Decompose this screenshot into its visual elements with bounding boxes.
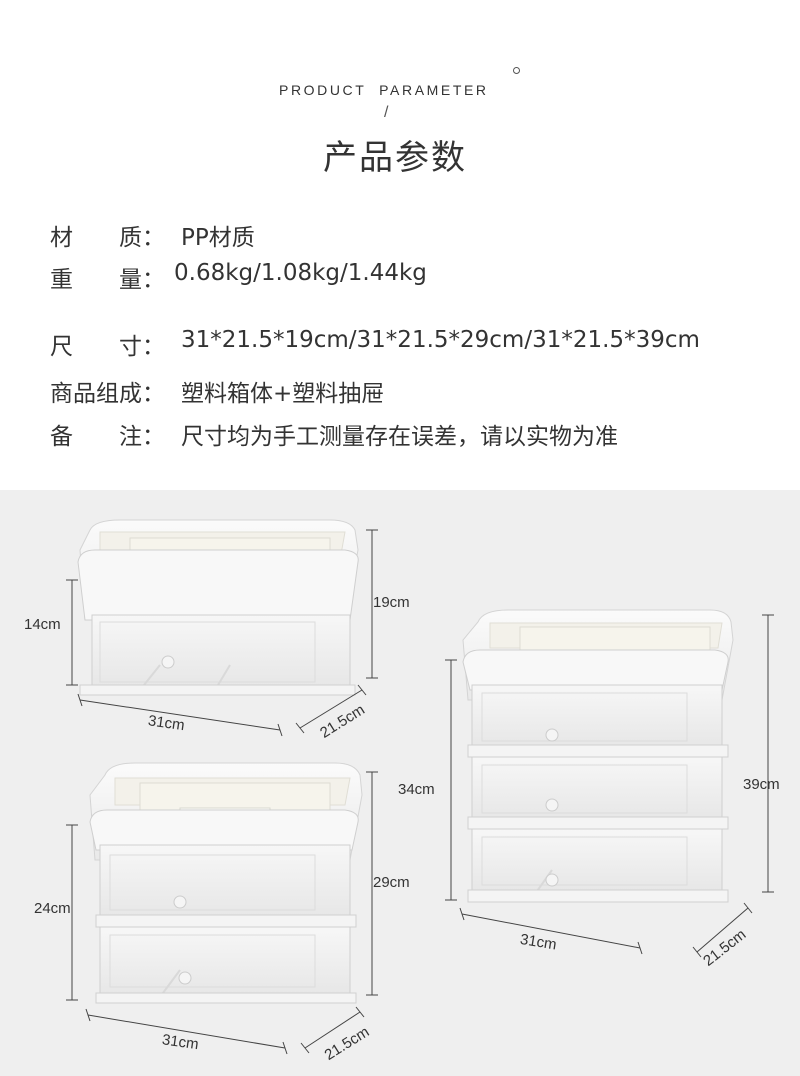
- spec-row-composition: 商品组成： 塑料箱体+塑料抽屉: [50, 374, 384, 408]
- product-dimension-illustration: 14cm 19cm 31cm 21.5cm 24cm 2: [24, 519, 780, 1064]
- organizer-small: [77, 519, 359, 696]
- organizer-medium: [89, 762, 363, 1004]
- dimension-lines-small: [66, 529, 378, 737]
- spec-label: 商品组成：: [50, 381, 165, 407]
- parameter-header: PRODUCT PARAMETER / 产品参数: [0, 0, 800, 200]
- spec-label: 材 质：: [50, 225, 165, 251]
- dim-small-width: 31cm: [147, 712, 186, 734]
- degree-dot-decoration: [513, 67, 520, 74]
- dim-small-inner-height: 14cm: [24, 616, 61, 633]
- spec-value: PP材质: [181, 225, 255, 251]
- dim-medium-depth: 21.5cm: [322, 1023, 373, 1063]
- dim-medium-width: 31cm: [161, 1031, 200, 1053]
- dim-small-total-height: 19cm: [373, 594, 410, 611]
- dimension-lines-medium: [66, 771, 378, 1055]
- spec-label: 备 注：: [50, 424, 165, 450]
- spec-label: 尺 寸：: [50, 334, 165, 360]
- dim-medium-total-height: 29cm: [373, 874, 410, 891]
- dim-large-width: 31cm: [519, 931, 558, 954]
- spec-value: 31*21.5*19cm/31*21.5*29cm/31*21.5*39cm: [181, 327, 700, 353]
- dim-medium-inner-height: 24cm: [34, 900, 71, 917]
- dim-large-depth: 21.5cm: [700, 926, 749, 970]
- organizer-large: [462, 609, 734, 903]
- spec-row-weight: 重 量： 0.68kg/1.08kg/1.44kg: [50, 260, 427, 294]
- english-title: PRODUCT PARAMETER: [279, 82, 489, 98]
- spec-value: 塑料箱体+塑料抽屉: [181, 381, 385, 407]
- dim-large-inner-height: 34cm: [398, 781, 435, 798]
- dim-large-total-height: 39cm: [743, 776, 780, 793]
- spec-value: 尺寸均为手工测量存在误差，请以实物为准: [181, 424, 618, 450]
- product-photo-area: 14cm 19cm 31cm 21.5cm 24cm 2: [0, 490, 800, 1076]
- spec-value: 0.68kg/1.08kg/1.44kg: [174, 260, 427, 286]
- spec-row-size: 尺 寸： 31*21.5*19cm/31*21.5*29cm/31*21.5*3…: [50, 327, 700, 361]
- spec-row-note: 备 注： 尺寸均为手工测量存在误差，请以实物为准: [50, 417, 618, 451]
- dim-small-depth: 21.5cm: [317, 701, 368, 741]
- dimension-lines-large: [445, 614, 774, 958]
- chinese-title: 产品参数: [323, 138, 467, 178]
- title-slash: /: [384, 104, 389, 121]
- spec-label: 重 量：: [50, 267, 165, 293]
- spec-row-material: 材 质： PP材质: [50, 218, 255, 252]
